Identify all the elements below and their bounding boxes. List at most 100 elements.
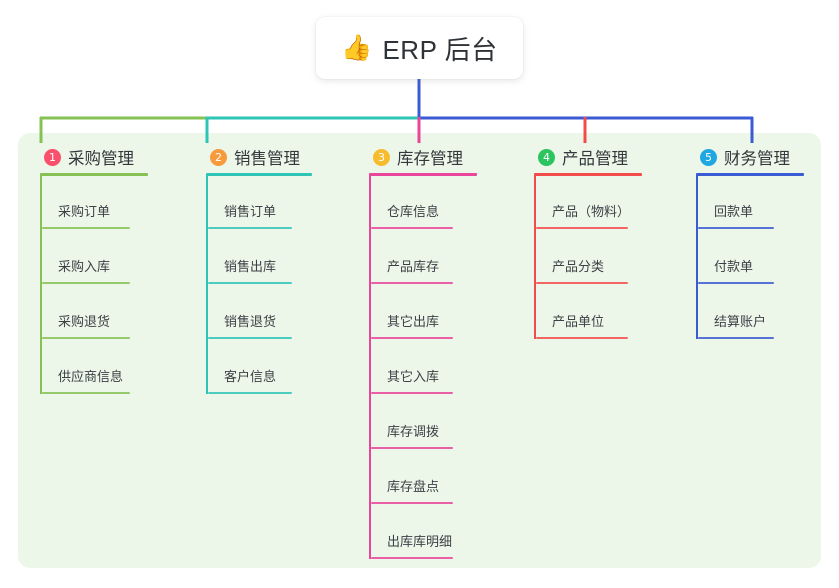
- branch-item-rule: [42, 227, 130, 229]
- branch-items-4: 产品（物料） 产品分类产品单位: [534, 174, 631, 339]
- branch-item-rule: [371, 337, 453, 339]
- branch-items-2: 销售订单销售出库销售退货客户信息: [206, 174, 300, 394]
- branch-item[interactable]: 供应商信息: [40, 339, 134, 394]
- branch-number-badge: 4: [538, 148, 555, 166]
- branch-item-label: 采购订单: [58, 204, 111, 219]
- branch-item[interactable]: 库存调拨: [369, 394, 463, 449]
- branch-item[interactable]: 客户信息: [206, 339, 300, 394]
- branch-item[interactable]: 结算账户: [696, 284, 790, 339]
- branch-column-5: 5 财务管理回款单付款单结算账户: [696, 140, 804, 339]
- branch-item[interactable]: 产品分类: [534, 229, 628, 284]
- branch-header-1[interactable]: 1 采购管理: [40, 140, 148, 176]
- branch-item[interactable]: 出库库明细: [369, 504, 463, 559]
- branch-item-rule: [371, 227, 453, 229]
- branch-item-label: 供应商信息: [58, 369, 124, 384]
- branch-item-label: 产品库存: [387, 259, 440, 274]
- branch-item-rule: [42, 392, 130, 394]
- branch-item-rule: [208, 282, 292, 284]
- branch-number-badge: 2: [210, 148, 227, 166]
- branch-item-rule: [371, 557, 453, 559]
- branch-items-3: 仓库信息产品库存其它出库其它入库库存调拨库存盘点出库库明细: [369, 174, 463, 559]
- branch-item[interactable]: 采购入库: [40, 229, 134, 284]
- branch-header-rule: [534, 173, 642, 176]
- branch-item-rule: [208, 337, 292, 339]
- diagram-background-panel: [18, 133, 821, 568]
- branch-column-1: 1 采购管理采购订单采购入库采购退货供应商信息: [40, 140, 148, 394]
- branch-item[interactable]: 产品（物料）: [534, 174, 631, 229]
- branch-header-rule: [206, 173, 312, 176]
- branch-item[interactable]: 回款单: [696, 174, 790, 229]
- branch-number-badge: 5: [700, 148, 717, 166]
- branch-item[interactable]: 销售出库: [206, 229, 300, 284]
- branch-item-rule: [208, 227, 292, 229]
- branch-item-label: 销售出库: [224, 259, 277, 274]
- branch-header-2[interactable]: 2 销售管理: [206, 140, 312, 176]
- branch-item[interactable]: 其它出库: [369, 284, 463, 339]
- branch-item-label: 销售退货: [224, 314, 277, 329]
- branch-spine: [369, 174, 371, 559]
- branch-item-label: 产品分类: [552, 259, 605, 274]
- branch-item-label: 库存调拨: [387, 424, 440, 439]
- branch-item-rule: [371, 282, 453, 284]
- branch-item-rule: [42, 282, 130, 284]
- branch-item-label: 仓库信息: [387, 204, 440, 219]
- branch-header-label: 采购管理: [68, 150, 134, 168]
- branch-spine: [696, 174, 698, 339]
- branch-header-label: 产品管理: [562, 150, 628, 168]
- branch-item[interactable]: 产品单位: [534, 284, 628, 339]
- branch-header-rule: [40, 173, 148, 176]
- branch-header-rule: [369, 173, 477, 176]
- branch-header-4[interactable]: 4 产品管理: [534, 140, 642, 176]
- branch-header-rule: [696, 173, 804, 176]
- branch-item-rule: [42, 337, 130, 339]
- branch-item-rule: [698, 282, 774, 284]
- branch-column-3: 3 库存管理仓库信息产品库存其它出库其它入库库存调拨库存盘点出库库明细: [369, 140, 477, 559]
- branch-item-rule: [371, 447, 453, 449]
- branch-item-rule: [698, 227, 774, 229]
- branch-number-badge: 1: [44, 148, 61, 166]
- branch-header-label: 财务管理: [724, 150, 790, 168]
- branch-item[interactable]: 仓库信息: [369, 174, 463, 229]
- branch-item[interactable]: 产品库存: [369, 229, 463, 284]
- branch-item[interactable]: 付款单: [696, 229, 790, 284]
- branch-spine: [534, 174, 536, 339]
- branch-item-rule: [371, 392, 453, 394]
- branch-column-4: 4 产品管理产品（物料） 产品分类产品单位: [534, 140, 642, 339]
- branch-item-rule: [371, 502, 453, 504]
- branch-column-2: 2 销售管理销售订单销售出库销售退货客户信息: [206, 140, 312, 394]
- branch-header-label: 销售管理: [234, 150, 300, 168]
- branch-item-label: 其它入库: [387, 369, 440, 384]
- branch-item-label: 采购入库: [58, 259, 111, 274]
- branch-item-label: 客户信息: [224, 369, 277, 384]
- branch-item-label: 付款单: [714, 259, 754, 274]
- branch-item[interactable]: 库存盘点: [369, 449, 463, 504]
- branch-item-label: 产品单位: [552, 314, 605, 329]
- branch-item-rule: [536, 227, 628, 229]
- branch-item-rule: [536, 282, 628, 284]
- branch-item[interactable]: 销售订单: [206, 174, 300, 229]
- branch-item[interactable]: 采购退货: [40, 284, 134, 339]
- branch-item-rule: [208, 392, 292, 394]
- branch-spine: [206, 174, 208, 394]
- branch-spine: [40, 174, 42, 394]
- root-node-title: ERP 后台: [382, 34, 498, 65]
- root-node-card[interactable]: 👍 ERP 后台: [316, 17, 523, 79]
- branch-item-label: 回款单: [714, 204, 754, 219]
- branch-item-label: 其它出库: [387, 314, 440, 329]
- branch-item-label: 结算账户: [714, 314, 767, 329]
- branch-item-label: 产品（物料）: [552, 204, 631, 219]
- branch-item-rule: [698, 337, 774, 339]
- branch-number-badge: 3: [373, 148, 390, 166]
- branch-item-label: 采购退货: [58, 314, 111, 329]
- branch-item-label: 库存盘点: [387, 479, 440, 494]
- thumbs-up-icon: 👍: [341, 33, 373, 62]
- branch-item-rule: [536, 337, 628, 339]
- branch-header-3[interactable]: 3 库存管理: [369, 140, 477, 176]
- branch-header-5[interactable]: 5 财务管理: [696, 140, 804, 176]
- branch-header-label: 库存管理: [397, 150, 463, 168]
- branch-item[interactable]: 其它入库: [369, 339, 463, 394]
- branch-item[interactable]: 销售退货: [206, 284, 300, 339]
- branch-item[interactable]: 采购订单: [40, 174, 134, 229]
